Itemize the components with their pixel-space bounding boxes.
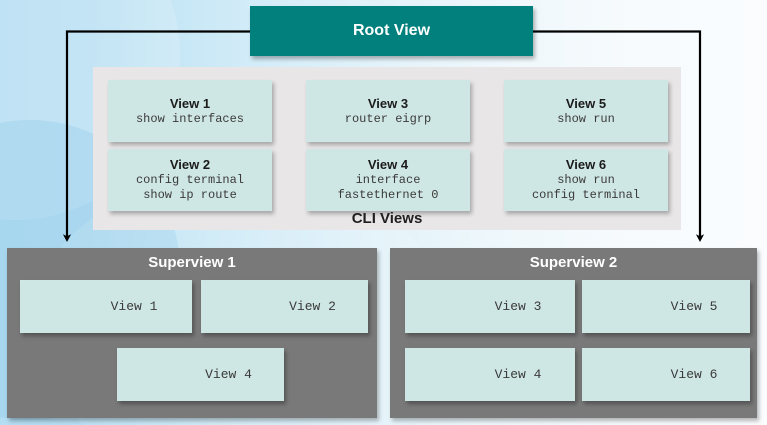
cli-view-card-3[interactable]: View 3 router eigrp [306, 80, 470, 142]
cli-view-card-6[interactable]: View 6 show run config terminal [504, 149, 668, 211]
superview-1-member-1[interactable]: View 1 [20, 280, 192, 333]
cli-view-card-3-commands: router eigrp [344, 111, 432, 126]
cli-view-card-6-commands: show run config terminal [531, 173, 641, 202]
superview-2-panel: Superview 2 View 3 View 5 View 4 View 6 [390, 248, 757, 418]
cli-view-card-5-commands: show run [557, 111, 615, 126]
root-view-label: Root View [352, 22, 431, 39]
superview-2-member-1[interactable]: View 3 [405, 280, 575, 333]
superview-2-member-3[interactable]: View 4 [405, 348, 575, 401]
superview-1-member-3[interactable]: View 4 [117, 348, 284, 401]
superview-2-member-2-label: View 5 [670, 299, 718, 314]
superview-1-member-1-label: View 1 [110, 299, 158, 314]
superview-1-member-2[interactable]: View 2 [201, 280, 368, 333]
cli-view-card-4-commands: interface fastethernet 0 [337, 173, 439, 202]
root-view-node[interactable]: Root View [250, 6, 533, 56]
superview-2-member-4-label: View 6 [670, 367, 718, 382]
cli-view-card-4[interactable]: View 4 interface fastethernet 0 [306, 149, 470, 211]
superview-2-member-1-label: View 3 [494, 299, 542, 314]
superview-2-member-3-label: View 4 [494, 367, 542, 382]
cli-view-card-3-title: View 3 [367, 95, 409, 111]
cli-view-card-5-title: View 5 [565, 95, 607, 111]
cli-view-card-2[interactable]: View 2 config terminal show ip route [108, 149, 272, 211]
cli-view-card-5[interactable]: View 5 show run [504, 80, 668, 142]
cli-view-card-1[interactable]: View 1 show interfaces [108, 80, 272, 142]
superview-1-panel: Superview 1 View 1 View 2 View 4 [7, 248, 377, 418]
cli-views-panel: View 1 show interfaces View 2 config ter… [93, 67, 681, 230]
superview-1-member-2-label: View 2 [289, 299, 336, 314]
superview-1-member-3-label: View 4 [205, 367, 252, 382]
superview-2-member-2[interactable]: View 5 [582, 280, 750, 333]
superview-2-title: Superview 2 [529, 254, 618, 271]
cli-view-card-6-title: View 6 [565, 157, 607, 172]
cli-view-card-2-title: View 2 [169, 157, 211, 172]
cli-view-card-1-title: View 1 [169, 95, 211, 111]
cli-views-panel-label: CLI Views [351, 210, 423, 227]
cli-view-card-2-commands: config terminal show ip route [135, 173, 245, 202]
superview-1-title: Superview 1 [148, 254, 236, 271]
cli-views-grid: View 1 show interfaces View 2 config ter… [93, 67, 681, 230]
superview-2-member-4[interactable]: View 6 [582, 348, 750, 401]
cli-view-card-1-commands: show interfaces [135, 111, 245, 126]
cli-view-card-4-title: View 4 [367, 157, 409, 172]
